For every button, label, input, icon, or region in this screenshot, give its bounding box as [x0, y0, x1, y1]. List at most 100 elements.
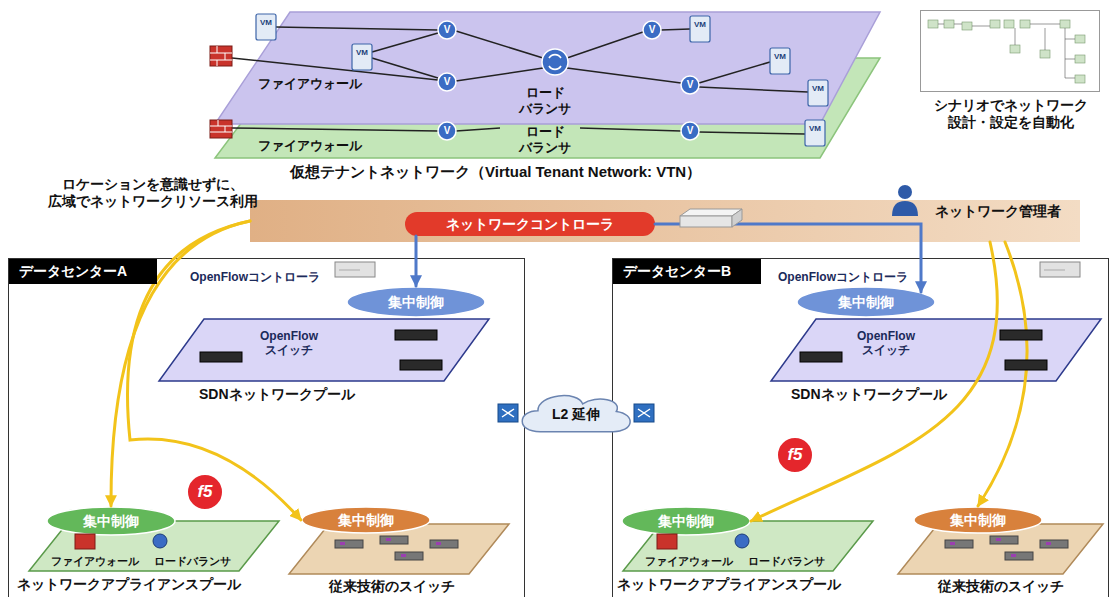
drawing-part [232, 128, 438, 131]
node-text: ファイアウォール [258, 76, 362, 92]
drawing-part [438, 73, 456, 91]
icon-label: VM [809, 124, 821, 134]
drawing-part [770, 48, 790, 74]
control-ellipse: 集中制御 [621, 506, 751, 536]
node-text: ファイアウォール [51, 555, 139, 568]
node-text: L2 延伸 [552, 406, 600, 423]
drawing-part [699, 87, 808, 92]
connector-arrow [415, 236, 418, 286]
drawing-part [1075, 55, 1085, 63]
drawing-part [352, 44, 372, 70]
drawing-part [400, 360, 442, 370]
caption-text: ロケーションを意識せずに、 広域でネットワークリソース利用 [45, 176, 260, 210]
drawing-part [1075, 75, 1085, 83]
node-text: シナリオでネットワーク 設計・設定を自動化 [921, 97, 1101, 131]
f5-logo [187, 437, 813, 510]
drawing-part [1060, 20, 1070, 28]
drawing-part [335, 540, 363, 548]
openflow-switch [200, 330, 1047, 370]
drawing-part [657, 534, 677, 549]
icon-label: V [687, 125, 694, 137]
node-text: 集中制御 [338, 512, 394, 529]
sdn-pool-outline [159, 319, 489, 381]
drawing-part [990, 536, 1018, 544]
node-text: 集中制御 [658, 513, 714, 530]
drawing-part [580, 128, 681, 131]
node-text: ネットワークコントローラ [446, 216, 614, 233]
drawing-part [699, 62, 770, 83]
drawing-part [567, 68, 681, 83]
drawing-part [430, 540, 458, 548]
drawing-part [681, 122, 699, 140]
legacy-switch-port [340, 538, 1051, 557]
l2-switch-icon [498, 404, 654, 422]
drawing-part [210, 46, 232, 66]
drawing-part [200, 352, 242, 362]
vm-icon [256, 14, 828, 146]
drawing-part [401, 554, 406, 557]
drawing-part [898, 185, 912, 199]
sdn-pool-outline [771, 319, 1101, 381]
icon-label: f5 [197, 482, 212, 502]
node-text: ロードバランサ [154, 555, 231, 568]
icon-label: V [444, 76, 451, 88]
node-text: 集中制御 [950, 512, 1006, 529]
control-ellipse: 集中制御 [46, 506, 176, 536]
node-text: データセンターA [9, 259, 157, 284]
firewall-icon [75, 46, 677, 549]
connector-arrow [751, 242, 997, 521]
controller-device [680, 209, 742, 227]
drawing-part [1040, 540, 1068, 548]
drawing-part [1005, 552, 1033, 560]
drawing-part [210, 120, 232, 132]
drawing-part [339, 270, 1065, 271]
control-ellipse: 集中制御 [301, 506, 431, 534]
drawing-part [187, 474, 223, 510]
connector-arrow [978, 242, 1027, 506]
sdn-pool: OpenFlow スイッチSDNネットワークプール [771, 319, 1101, 381]
drawing-part [680, 216, 732, 227]
control-ellipse-shape [302, 507, 430, 533]
node-text: 集中制御 [83, 513, 139, 530]
drawing-part [456, 68, 543, 81]
controller-band: ネットワーク管理者ネットワークコントローラ [250, 200, 1080, 242]
drawing-part [256, 14, 276, 40]
node-text: ロード バランサ [515, 85, 575, 116]
drawing-part [153, 534, 167, 548]
drawing-part [1004, 20, 1014, 28]
sdn-pool-shape [771, 319, 1101, 381]
node-text: OpenFlow スイッチ [851, 329, 921, 358]
drawing-part [567, 32, 643, 58]
drawing-part [1000, 330, 1042, 340]
vtn-plane-shape [215, 12, 880, 124]
drawing-part [735, 534, 749, 548]
control-ellipse: 集中制御 [346, 286, 486, 318]
drawing-part [1046, 542, 1051, 545]
node-text: ロードバランサ [748, 555, 825, 568]
drawing-part [395, 552, 423, 560]
node-text: SDNネットワークプール [199, 386, 355, 403]
drawing-part [1005, 360, 1047, 370]
control-ellipse-shape [47, 507, 175, 535]
node-text: 集中制御 [838, 294, 894, 311]
icon-label: VM [694, 20, 706, 30]
node-text: ネットワークアプライアンスプール [17, 576, 241, 593]
icon-label: V [687, 79, 694, 91]
icon-label: VM [812, 84, 824, 94]
node-text: 従来技術のスイッチ [329, 578, 455, 595]
drawing-part [990, 20, 1000, 28]
legacy-switch [335, 536, 1068, 560]
drawing-part [1075, 35, 1085, 43]
node-text: OpenFlow スイッチ [254, 329, 324, 358]
caption-text: 仮想テナントネットワーク（Virtual Tenant Network: VTN… [290, 163, 701, 181]
drawing-part [75, 534, 95, 549]
drawing-part [777, 437, 813, 473]
drawing-part [945, 540, 973, 548]
drawing-part [502, 409, 650, 417]
control-ellipse-shape [347, 287, 485, 317]
icon-label: VM [774, 52, 786, 62]
drawing-part [438, 122, 456, 140]
node-text: 集中制御 [388, 294, 444, 311]
drawing-part [1011, 554, 1016, 557]
